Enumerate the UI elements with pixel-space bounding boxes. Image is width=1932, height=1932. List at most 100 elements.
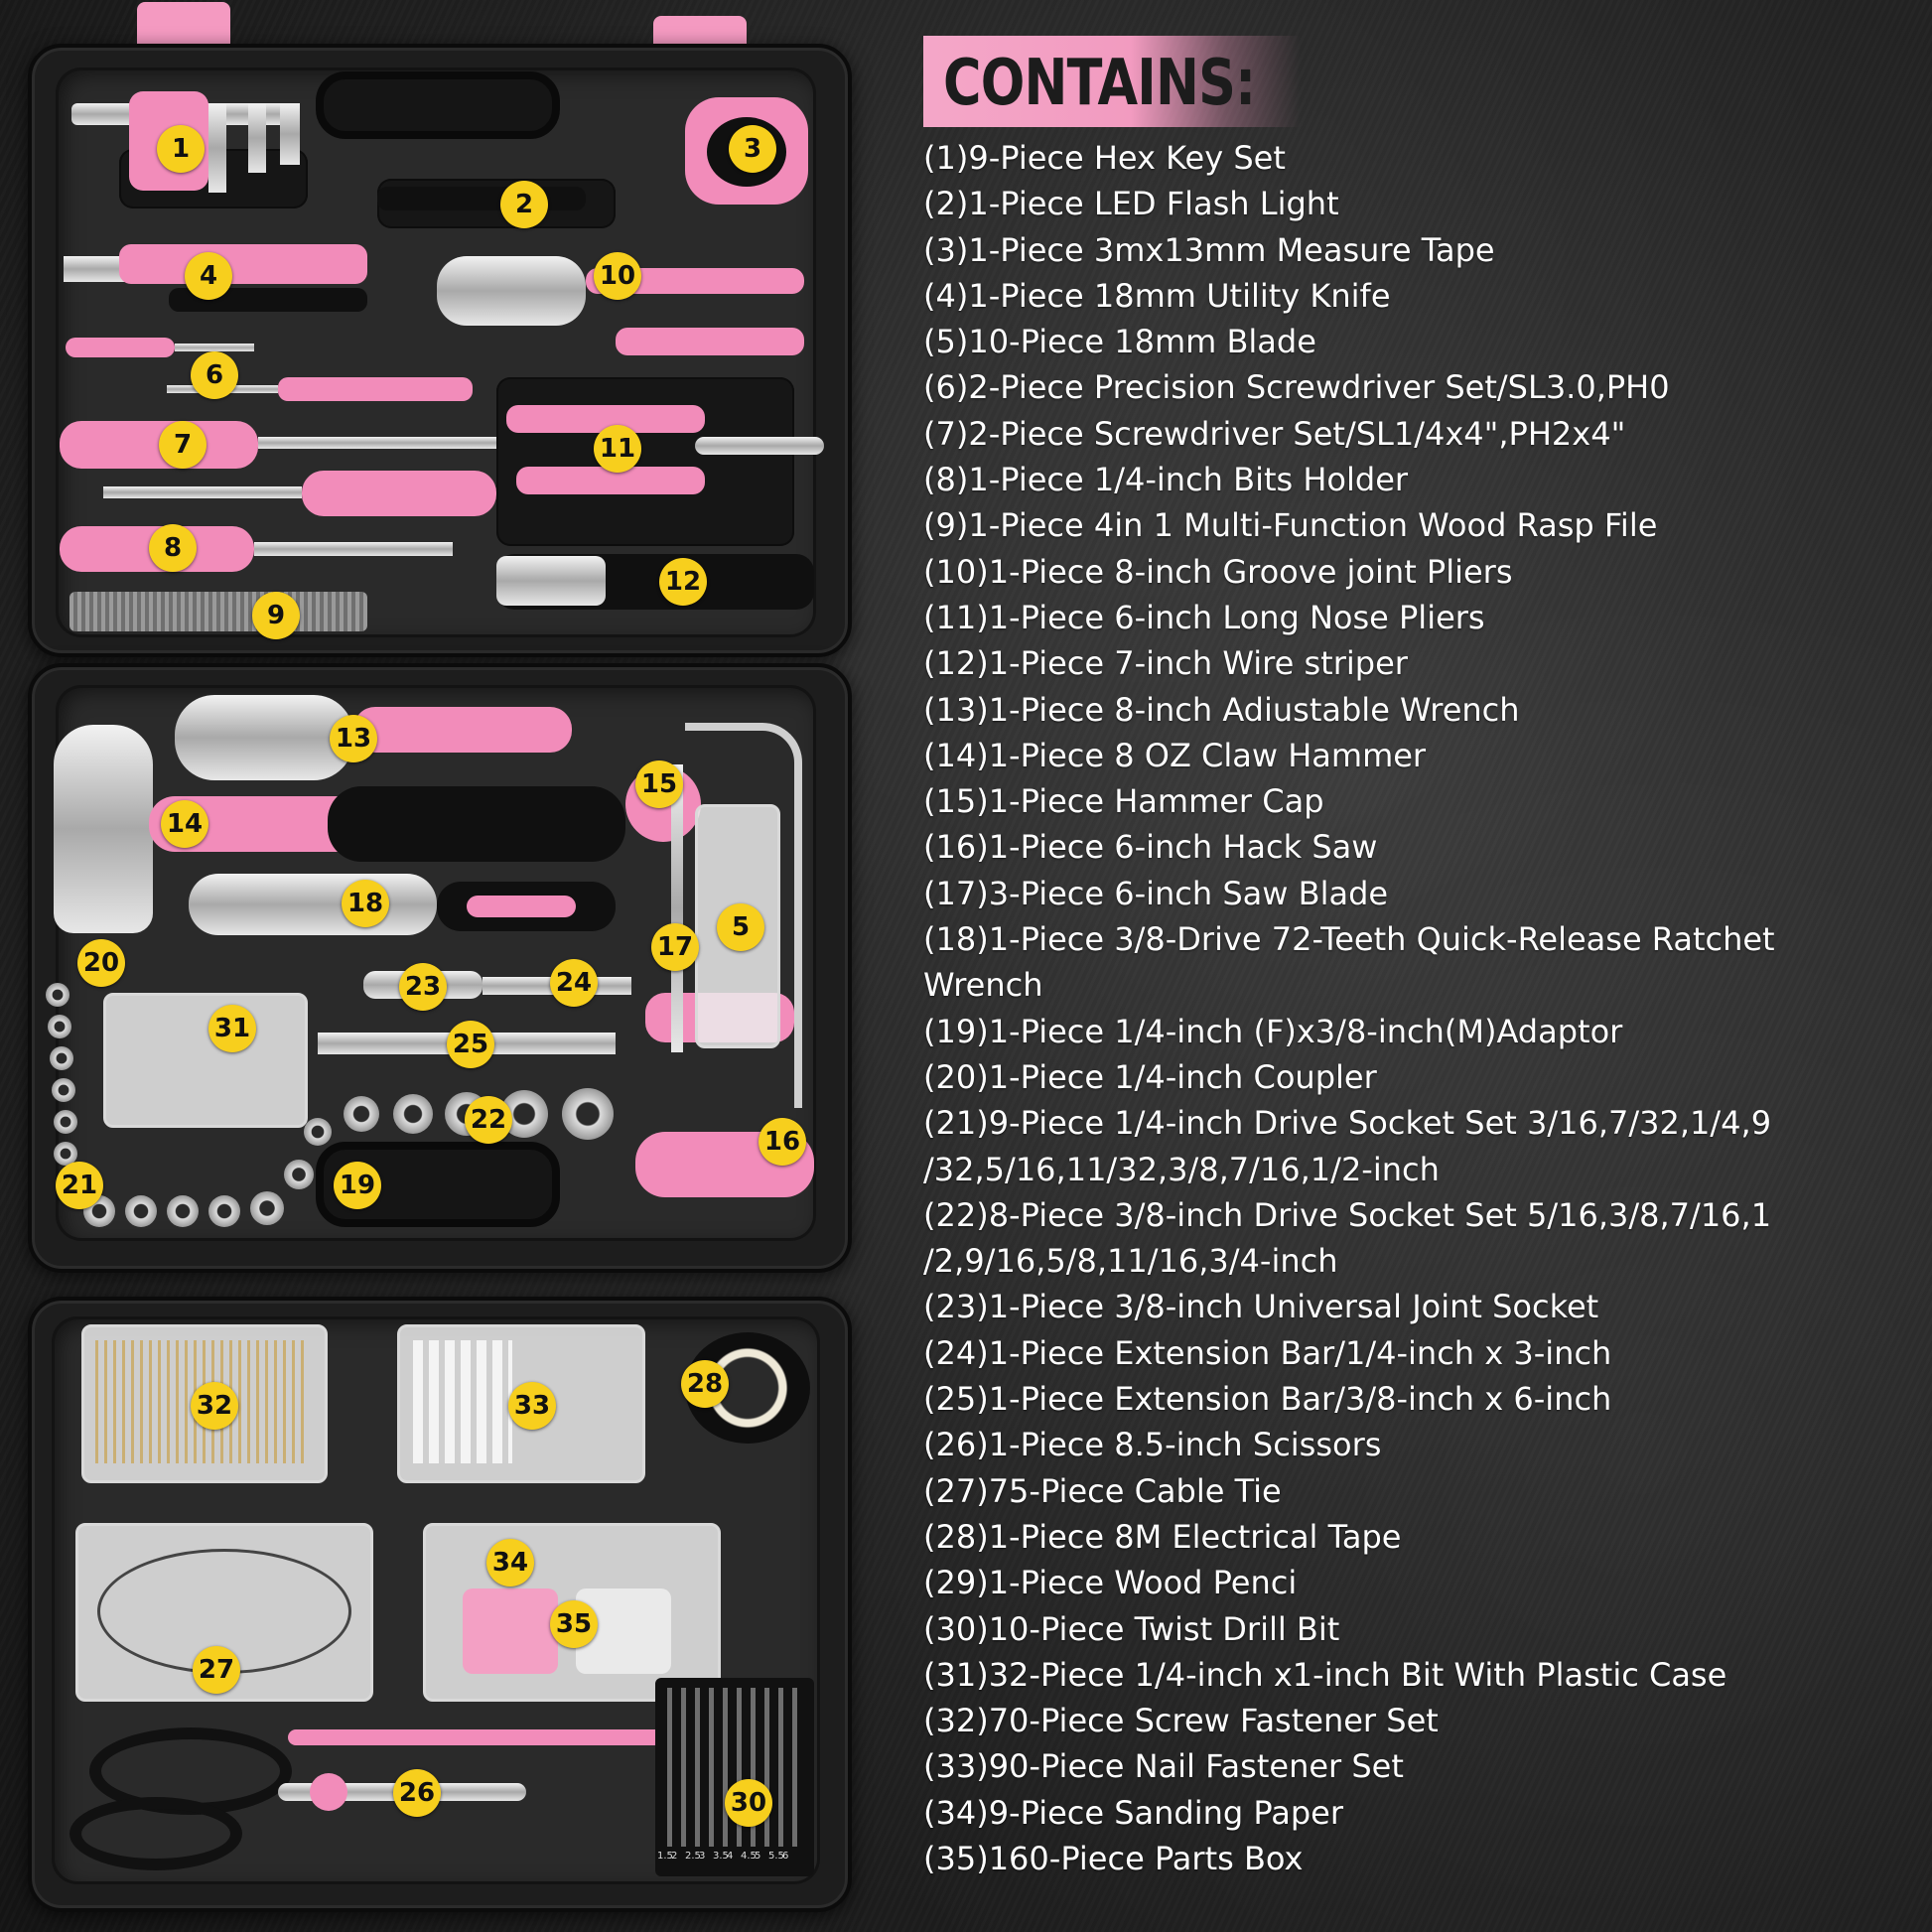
callout-23: 23 [399,963,447,1011]
contents-item: (2)1-Piece LED Flash Light [923,185,1339,223]
drill-size-label: 6 [782,1851,789,1862]
callout-19: 19 [334,1162,381,1209]
precision-screwdriver [66,338,175,357]
contents-item: (4)1-Piece 18mm Utility Knife [923,276,1391,315]
contents-item: (18)1-Piece 3/8-Drive 72-Teeth Quick-Rel… [923,920,1775,959]
callout-6: 6 [191,351,238,399]
callout-27: 27 [193,1646,240,1694]
contents-item: (28)1-Piece 8M Electrical Tape [923,1517,1402,1556]
callout-15: 15 [635,760,683,808]
adjustable-wrench-handle [353,707,572,753]
scissors-handle [69,1797,242,1870]
scissors-pivot [310,1773,347,1811]
callout-25: 25 [447,1021,494,1068]
callout-33: 33 [508,1382,556,1430]
callout-2: 2 [500,181,548,228]
contents-item: (24)1-Piece Extension Bar/1/4-inch x 3-i… [923,1333,1612,1372]
socket [46,983,69,1007]
callout-9: 9 [252,592,300,639]
contents-item: (14)1-Piece 8 OZ Claw Hammer [923,736,1427,774]
callout-13: 13 [330,715,377,762]
contents-item: (33)90-Piece Nail Fastener Set [923,1747,1404,1786]
hex-key-set [248,103,266,173]
contents-item: (10)1-Piece 8-inch Groove joint Pliers [923,552,1513,591]
long-nose-pliers-tip [695,437,824,455]
sanding-paper-case [463,1588,558,1674]
bit-plastic-case [103,993,308,1128]
callout-21: 21 [56,1162,103,1209]
callout-34: 34 [486,1539,534,1587]
socket [344,1096,379,1132]
ratchet-wrench [189,874,437,935]
screwdriver [302,471,496,516]
contents-item: (16)1-Piece 6-inch Hack Saw [923,828,1378,867]
led-flash-light [377,187,586,210]
drill-size-label: 4 [727,1851,734,1862]
socket [50,1046,73,1070]
callout-16: 16 [759,1118,806,1166]
hex-key-set [280,103,300,165]
drill-size-label: 2 [671,1851,678,1862]
socket [167,1195,199,1227]
contents-item: (26)1-Piece 8.5-inch Scissors [923,1426,1382,1464]
groove-joint-pliers-jaw [437,256,586,326]
contents-item: (11)1-Piece 6-inch Long Nose Pliers [923,598,1485,636]
callout-26: 26 [393,1769,441,1817]
contents-item: (23)1-Piece 3/8-inch Universal Joint Soc… [923,1288,1599,1326]
callout-5: 5 [717,903,764,951]
callout-17: 17 [651,923,699,971]
callout-20: 20 [77,939,125,987]
header-highlight [923,36,1301,127]
socket [52,1078,75,1102]
drill-size-label: 5 [755,1851,761,1862]
socket [562,1088,614,1140]
callout-7: 7 [159,421,207,469]
callout-10: 10 [594,252,641,300]
slot [496,377,794,546]
wood-pencil [288,1729,675,1745]
socket [54,1110,77,1134]
callout-4: 4 [185,252,232,300]
contents-item: (27)75-Piece Cable Tie [923,1471,1282,1510]
contents-item: (32)70-Piece Screw Fastener Set [923,1702,1439,1740]
socket [208,1195,240,1227]
hex-key-set [208,103,226,193]
socket [284,1160,314,1189]
contents-item: /2,9/16,5/8,11/16,3/4-inch [923,1242,1338,1281]
saw-blade [671,764,683,1052]
contents-item: (19)1-Piece 1/4-inch (F)x3/8-inch(M)Adap… [923,1012,1623,1050]
precision-screwdriver-shaft [175,344,254,351]
contents-list: (1)9-Piece Hex Key Set (2)1-Piece LED Fla… [923,135,1916,1881]
contents-item: (7)2-Piece Screwdriver Set/SL1/4x4",PH2x… [923,414,1626,453]
contents-item: (1)9-Piece Hex Key Set [923,139,1286,177]
screwdriver-shaft [258,437,496,449]
claw-hammer-head [54,725,153,933]
drill-size-label: 5.5 [768,1851,784,1862]
contents-item: (13)1-Piece 8-inch Adiustable Wrench [923,690,1520,729]
socket [125,1195,157,1227]
callout-22: 22 [465,1096,512,1144]
contents-item: (3)1-Piece 3mx13mm Measure Tape [923,230,1495,269]
hack-saw-frame [685,723,802,1108]
contents-item: (25)1-Piece Extension Bar/3/8-inch x 6-i… [923,1380,1612,1419]
contents-item: (20)1-Piece 1/4-inch Coupler [923,1057,1377,1096]
contents-item: (8)1-Piece 1/4-inch Bits Holder [923,461,1409,499]
callout-32: 32 [191,1382,238,1430]
callout-24: 24 [550,959,598,1007]
ratchet-wrench-grip-accent [467,896,576,917]
socket [393,1094,433,1134]
contents-item: /32,5/16,11/32,3/8,7/16,1/2-inch [923,1150,1440,1188]
groove-joint-pliers [616,328,804,355]
utility-knife [119,244,367,284]
screwdriver-shaft [103,486,302,498]
socket [304,1118,332,1146]
claw-hammer-grip [328,786,625,862]
contents-item: (17)3-Piece 6-inch Saw Blade [923,874,1389,912]
contents-item: (22)8-Piece 3/8-inch Drive Socket Set 5/… [923,1195,1772,1234]
wire-stripper-jaw [496,556,606,606]
page-title: CONTAINS: [943,47,1256,120]
contents-item: (31)32-Piece 1/4-inch x1-inch Bit With P… [923,1655,1727,1694]
contents-item: (30)10-Piece Twist Drill Bit [923,1609,1340,1648]
contents-item: Wrench [923,966,1043,1005]
